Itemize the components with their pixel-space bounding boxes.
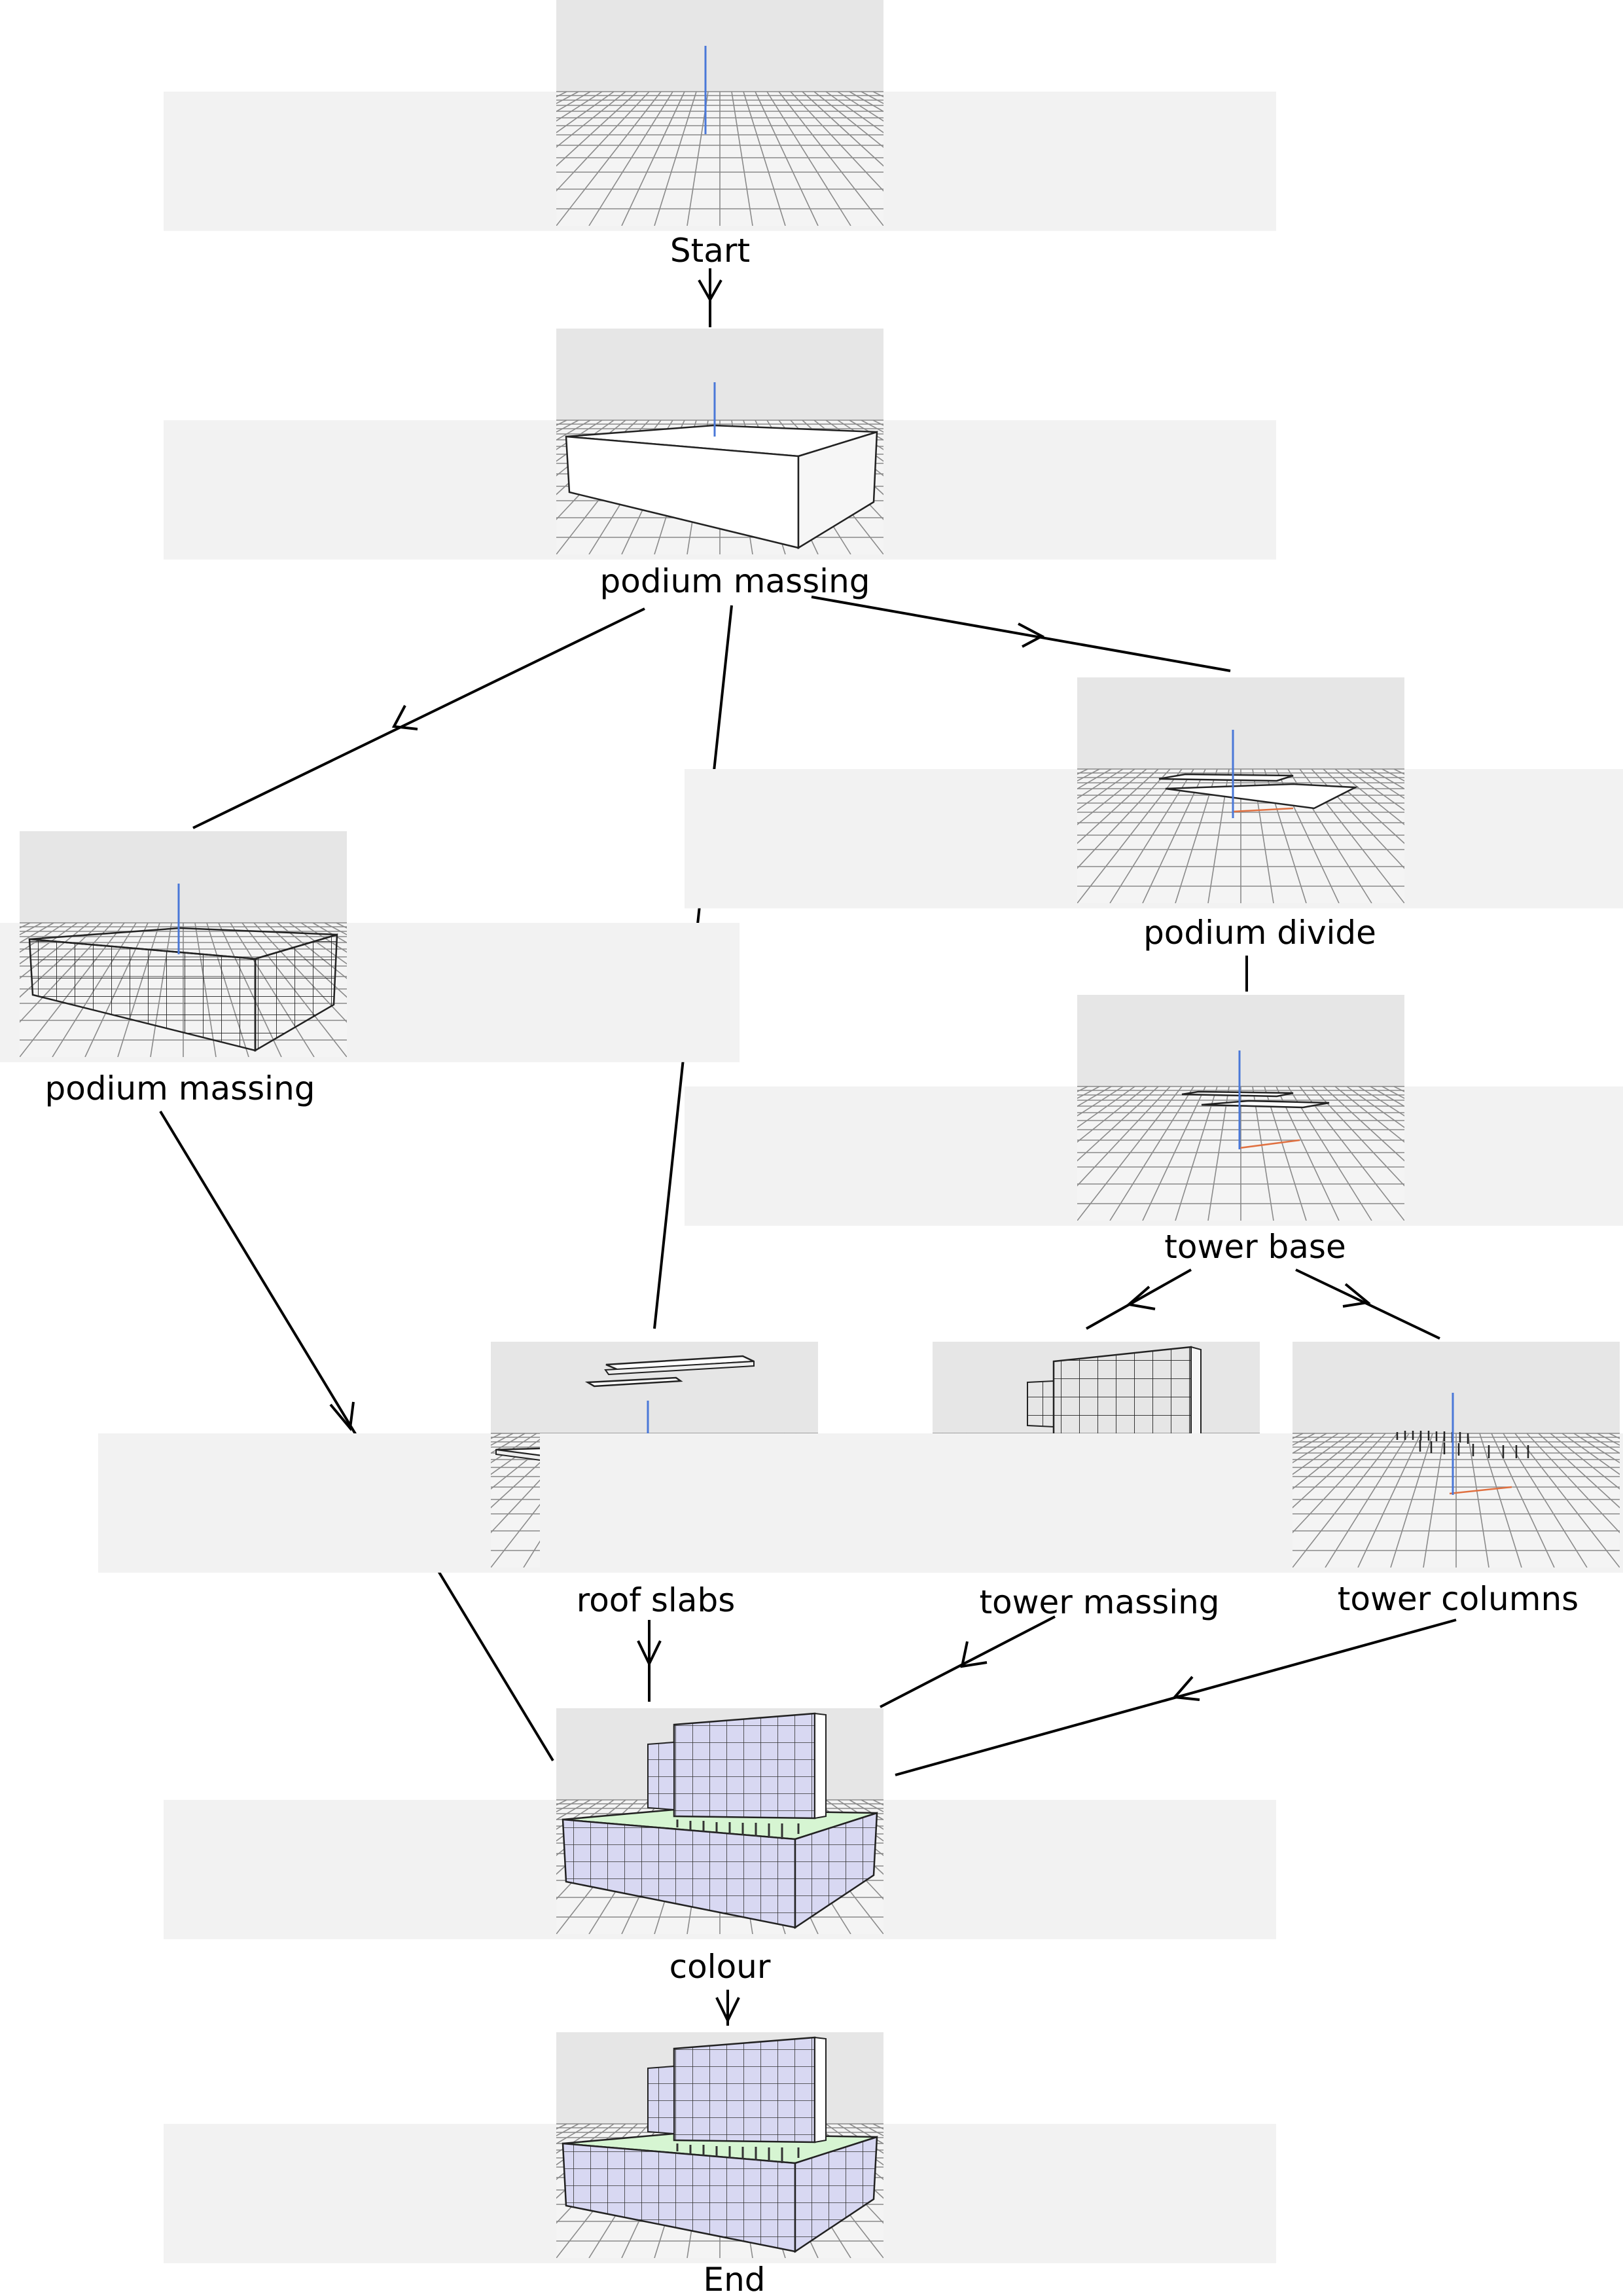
solid-box-icon bbox=[565, 424, 878, 550]
thumbnail-podium-massing bbox=[164, 329, 1276, 560]
thumbnail-tower-massing bbox=[540, 1342, 1623, 1573]
edge-podium-massing-to-podium-divide bbox=[811, 596, 1231, 672]
node-tower-columns[interactable]: tower columns bbox=[900, 1342, 1623, 1618]
divided-slab-icon bbox=[1158, 773, 1359, 813]
edge-tower-columns-to-colour bbox=[895, 1619, 1457, 1776]
node-label-podium-massing: podium massing bbox=[599, 562, 870, 600]
node-end[interactable]: End bbox=[164, 2032, 1276, 2296]
thumbnail-colour bbox=[164, 1708, 1276, 1939]
tower-base-slab-icon bbox=[1181, 1090, 1330, 1149]
node-tower-massing[interactable]: tower massing bbox=[540, 1342, 1623, 1621]
node-label-colour: colour bbox=[669, 1948, 771, 1986]
node-label-tower-base: tower base bbox=[1164, 1228, 1346, 1266]
edge-tower-base-to-tower-massing bbox=[1086, 1268, 1192, 1330]
node-podium-massing-wireframe[interactable]: podium massing bbox=[0, 831, 740, 1107]
node-label-podium-massing-wireframe: podium massing bbox=[45, 1069, 315, 1107]
node-start[interactable]: Start bbox=[164, 0, 1276, 270]
node-podium-massing[interactable]: podium massing bbox=[164, 329, 1276, 600]
node-label-end: End bbox=[703, 2261, 765, 2296]
node-podium-divide[interactable]: podium divide bbox=[685, 677, 1623, 952]
edge-roof-slabs-to-colour bbox=[637, 1620, 662, 1702]
thumbnail-start bbox=[164, 0, 1276, 231]
node-label-start: Start bbox=[670, 232, 750, 270]
node-label-tower-columns: tower columns bbox=[1338, 1580, 1578, 1618]
thumbnail-end bbox=[164, 2032, 1276, 2263]
node-colour[interactable]: colour bbox=[164, 1708, 1276, 1986]
coloured-building-icon bbox=[562, 2036, 878, 2253]
edge-start-to-podium-massing bbox=[698, 268, 722, 327]
edge-tower-base-to-tower-columns bbox=[1295, 1268, 1440, 1340]
thumbnail-podium-divide bbox=[685, 677, 1623, 908]
thumbnail-tower-base bbox=[685, 995, 1623, 1226]
node-label-podium-divide: podium divide bbox=[1143, 914, 1376, 952]
wireframe-box-icon bbox=[28, 927, 338, 1052]
node-label-roof-slabs: roof slabs bbox=[577, 1581, 736, 1619]
thumbnail-podium-massing-wireframe bbox=[0, 831, 740, 1062]
node-tower-base[interactable]: tower base bbox=[685, 995, 1623, 1266]
column-pins-icon bbox=[1396, 1431, 1529, 1495]
tower-wall-grid-icon bbox=[1027, 1346, 1202, 1497]
edge-colour-to-end bbox=[715, 1990, 740, 2026]
thumbnail-tower-columns bbox=[900, 1342, 1623, 1573]
node-label-tower-massing: tower massing bbox=[979, 1583, 1219, 1621]
coloured-building-icon bbox=[562, 1712, 878, 1929]
edge-podium-massing-to-podium-massing-wireframe bbox=[192, 607, 645, 829]
edge-tower-massing-to-colour bbox=[880, 1615, 1056, 1708]
